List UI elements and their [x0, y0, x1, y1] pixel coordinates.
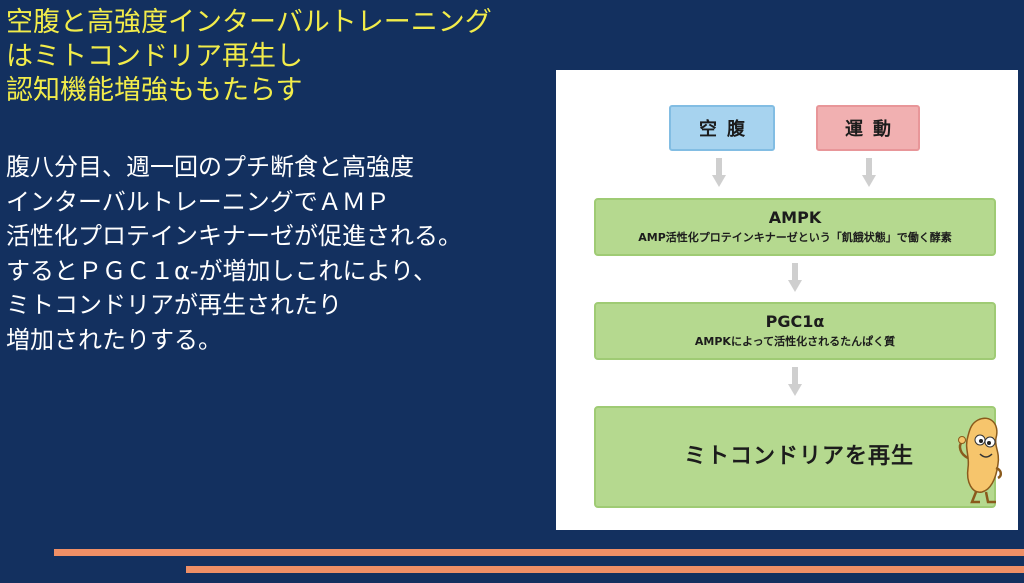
body-line-3: 活性化プロテインキナーゼが促進される。	[6, 222, 462, 250]
decorative-stripe-top	[54, 549, 1024, 556]
decorative-stripe-bottom	[186, 566, 1024, 573]
flow-diagram-panel: 空腹 運動 AMPK AMP活性化プロテインキナーゼという「飢餓状態」で働く酵素…	[556, 70, 1018, 530]
title-line-3: 認知機能増強ももたらす	[6, 75, 303, 106]
ampk-title: AMPK	[768, 208, 822, 227]
body-line-6: 増加されたりする。	[6, 325, 222, 354]
body-line-5: ミトコンドリアが再生されたり	[6, 291, 342, 319]
slide-body-text: 腹八分目、週一回のプチ断食と高強度 インターバルトレーニングでＡＭＰ 活性化プロ…	[6, 150, 551, 357]
ampk-description: AMP活性化プロテインキナーゼという「飢餓状態」で働く酵素	[638, 231, 952, 244]
mitochondria-label: ミトコンドリアを再生	[684, 444, 915, 469]
body-line-4: するとＰＧＣ１α-が増加しこれにより、	[6, 256, 438, 285]
arrow-down-icon	[862, 158, 876, 188]
pgc-box: PGC1α AMPKによって活性化されるたんぱく質	[594, 302, 996, 360]
title-line-2: はミトコンドリア再生し	[6, 41, 303, 72]
mitochondria-mascot-icon	[958, 417, 1002, 504]
exercise-box: 運動	[816, 105, 920, 151]
exercise-label: 運動	[845, 119, 901, 140]
title-line-1: 空腹と高強度インターバルトレーニング	[6, 7, 492, 38]
pgc-title: PGC1α	[765, 312, 825, 331]
body-line-2: インターバルトレーニングでＡＭＰ	[6, 187, 390, 216]
body-line-1: 腹八分目、週一回のプチ断食と高強度	[6, 153, 414, 181]
slide-title: 空腹と高強度インターバルトレーニング はミトコンドリア再生し 認知機能増強ももた…	[6, 6, 566, 108]
ampk-box: AMPK AMP活性化プロテインキナーゼという「飢餓状態」で働く酵素	[594, 198, 996, 256]
mitochondria-box: ミトコンドリアを再生	[594, 406, 1002, 508]
fasting-box: 空腹	[669, 105, 775, 151]
arrow-down-icon	[788, 263, 802, 293]
pgc-description: AMPKによって活性化されるたんぱく質	[694, 335, 896, 348]
arrow-down-icon	[712, 158, 726, 188]
arrow-down-icon	[788, 367, 802, 397]
fasting-label: 空腹	[699, 119, 755, 140]
